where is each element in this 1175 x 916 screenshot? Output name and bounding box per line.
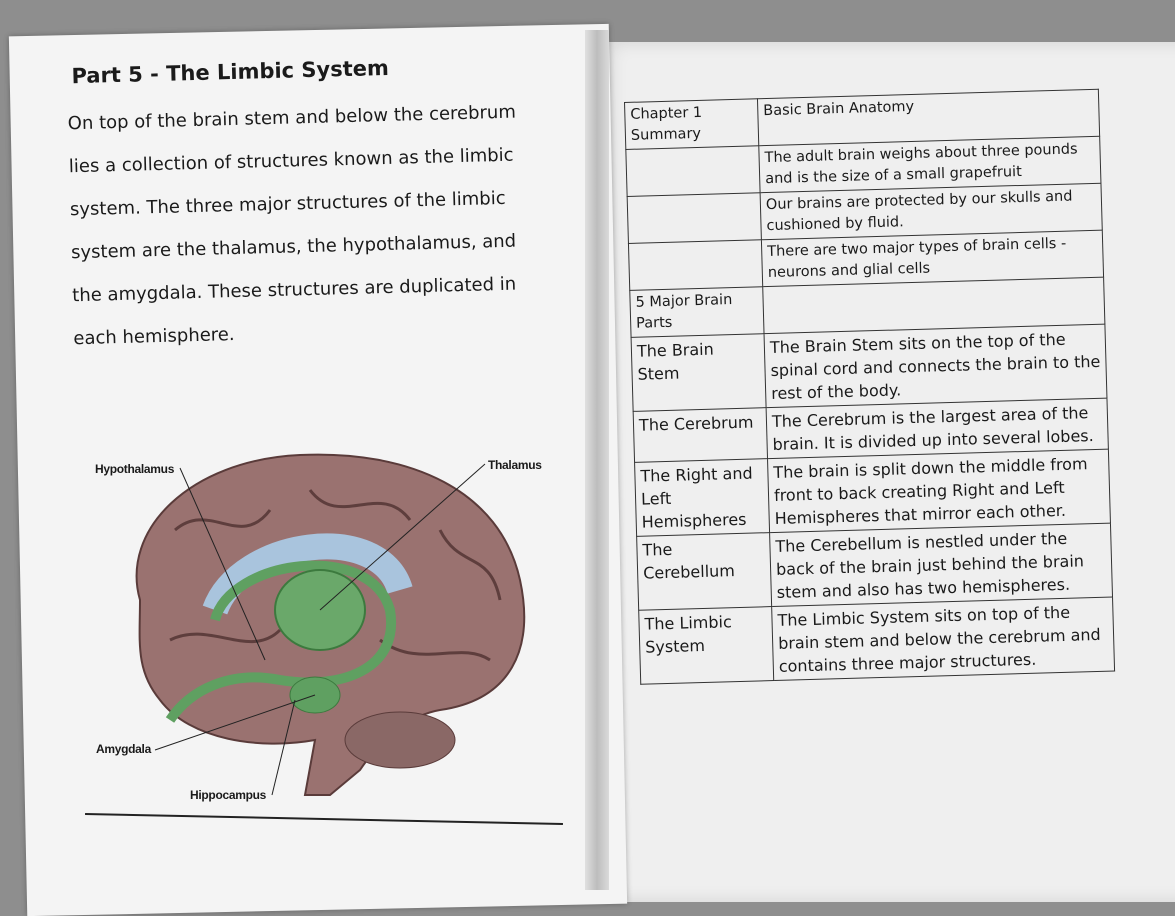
hypothalamus-label: Hypothalamus: [95, 462, 175, 476]
row-text: The Brain Stem sits on the top of the sp…: [764, 324, 1107, 408]
thalamus-label: Thalamus: [488, 458, 542, 472]
row-label: The Brain Stem: [631, 333, 767, 412]
limbic-system-figure: Hypothalamus Thalamus Amygdala Hippocamp…: [80, 440, 560, 802]
brain-illustration: [135, 453, 526, 796]
row-text: The Limbic System sits on top of the bra…: [771, 597, 1115, 681]
row-label: [628, 239, 763, 291]
row-label: Chapter 1 Summary: [624, 98, 759, 150]
amygdala-label: Amygdala: [96, 742, 151, 756]
hippocampus-label: Hippocampus: [190, 788, 267, 802]
row-label: [627, 192, 762, 244]
row-text: The Cerebellum is nestled under the back…: [769, 523, 1113, 607]
row-label: The Right and Left Hemispheres: [634, 458, 770, 537]
left-page-content: Part 5 - The Limbic System On top of the…: [66, 52, 554, 360]
section-paragraph: On top of the brain stem and below the c…: [67, 101, 517, 350]
row-label: [625, 145, 761, 197]
row-label: The Cerebrum: [633, 407, 768, 463]
row-label: The Limbic System: [638, 606, 774, 685]
row-label: The Cerebellum: [636, 532, 772, 611]
book-gutter: [585, 30, 609, 890]
row-text: The brain is split down the middle from …: [767, 449, 1111, 533]
right-page: [596, 42, 1175, 902]
row-label: 5 Major Brain Parts: [629, 286, 765, 338]
